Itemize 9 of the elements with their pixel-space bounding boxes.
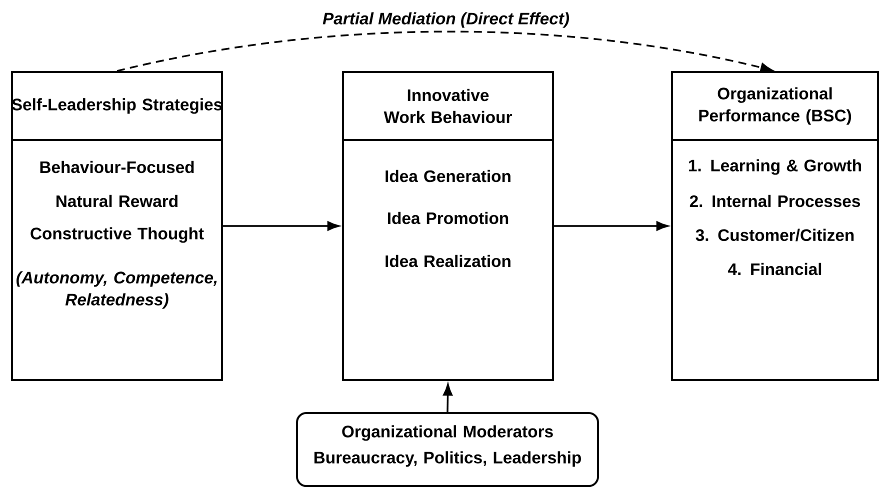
process-box: Organizational Performance (BSC) 1. Learning & Growth 2. Internal Processes 3. Customer/Citizen 4. Financial (671, 71, 879, 381)
arrow (116, 30, 772, 72)
process-box: Self-Leadership Strategies Behaviour-Focused Natural Reward Constructive Thought (Autonomy, Competence, Relatedness) (11, 71, 223, 381)
process-box: Innovative Work Behaviour Idea Generation Idea Promotion Idea Realization (342, 71, 554, 381)
rounded-box: Organizational Moderators Bureaucracy, Politics, Leadership (296, 412, 600, 487)
arrow (554, 221, 668, 231)
arrow (443, 384, 452, 412)
edge-label: Partial Mediation (Direct Effect) (320, 10, 572, 30)
arrow (223, 221, 340, 231)
